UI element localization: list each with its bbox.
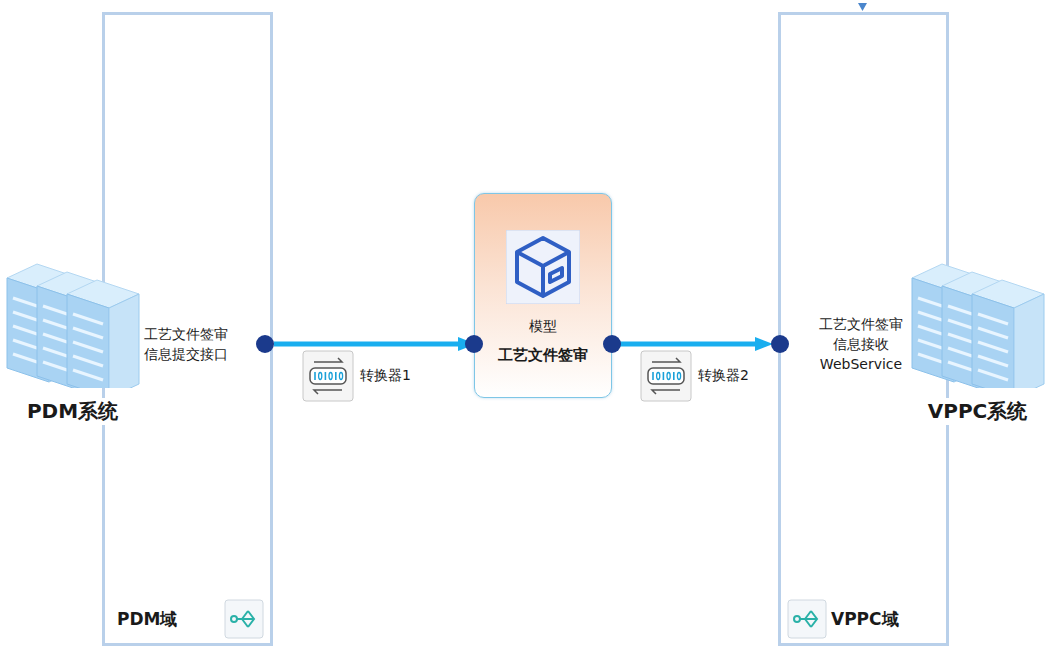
server-side xyxy=(109,294,139,388)
flow-line xyxy=(274,342,458,347)
interface-label: 工艺文件签审 信息提交接口 xyxy=(144,324,236,364)
port-dot xyxy=(465,335,483,353)
bit-ring xyxy=(667,373,670,380)
server-slot xyxy=(978,370,1008,380)
interface-port: 工艺文件签审 信息接收 WebService xyxy=(771,314,907,374)
domain-label: PDM域 xyxy=(117,608,178,631)
system-label: PDM系统 xyxy=(24,398,121,425)
server-slot xyxy=(73,342,103,352)
bit-ring xyxy=(339,373,342,380)
server-icon xyxy=(908,258,1048,388)
model-name: 工艺文件签审 xyxy=(492,346,594,365)
server-icon xyxy=(3,258,143,388)
icon-arrows xyxy=(237,611,254,627)
icon-dot xyxy=(794,616,800,622)
bit-ring xyxy=(329,373,332,380)
icon-frame xyxy=(641,351,691,401)
server-slot xyxy=(73,370,103,380)
converter-name: 转换器2 xyxy=(698,367,749,385)
label-wrap: VPPC系统 xyxy=(905,398,1050,425)
converter-label: 转换器1 xyxy=(302,350,411,402)
icon-frame xyxy=(506,230,580,304)
label-wrap: PDM系统 xyxy=(0,398,145,425)
server-system: PDM系统 xyxy=(0,258,145,425)
bit-ring xyxy=(657,373,660,380)
cube-outline xyxy=(517,238,569,296)
server-slot xyxy=(978,356,1008,366)
bit-bar xyxy=(335,372,337,380)
model-box: 模型工艺文件签审 xyxy=(474,193,612,398)
icon-dot xyxy=(231,616,237,622)
icon-arrows xyxy=(800,611,817,627)
flow-arrow xyxy=(274,337,476,351)
flow-arrow xyxy=(612,337,773,351)
port-text-wrap: 工艺文件签审 信息接收 WebService xyxy=(815,314,907,374)
icon-strip xyxy=(648,368,684,384)
bit-bar xyxy=(673,372,675,380)
server-slot xyxy=(978,342,1008,352)
server-slot xyxy=(73,328,103,338)
server-front xyxy=(972,294,1014,388)
bit-ring xyxy=(319,373,322,380)
converter-icon xyxy=(640,350,692,402)
server-slot xyxy=(978,328,1008,338)
icon-frame xyxy=(225,600,263,638)
model-caption: 模型 xyxy=(529,318,557,336)
icon-frame xyxy=(788,600,826,638)
domain-icon xyxy=(787,599,827,639)
port-dot xyxy=(603,335,621,353)
server-side xyxy=(1014,294,1044,388)
bit-ring xyxy=(677,373,680,380)
server-slot xyxy=(73,356,103,366)
interface-label: 工艺文件签审 信息接收 WebService xyxy=(815,314,907,374)
top-marker xyxy=(858,3,867,11)
bit-bar xyxy=(652,372,654,380)
server-slot xyxy=(73,314,103,324)
bit-bar xyxy=(325,372,327,380)
domain-icon xyxy=(224,599,264,639)
icon-frame xyxy=(303,351,353,401)
system-label: VPPC系统 xyxy=(925,398,1030,425)
port-dot xyxy=(771,335,789,353)
bit-bar xyxy=(663,372,665,380)
converter-icon xyxy=(302,350,354,402)
server-slot xyxy=(978,314,1008,324)
port-dot xyxy=(256,335,274,353)
interface-port: 工艺文件签审 信息提交接口 xyxy=(144,324,274,364)
server-system: VPPC系统 xyxy=(905,258,1050,425)
converter-label: 转换器2 xyxy=(640,350,749,402)
server-front xyxy=(67,294,109,388)
port-text-wrap: 工艺文件签审 信息提交接口 xyxy=(144,324,236,364)
flow-line xyxy=(612,342,755,347)
model-icon xyxy=(506,230,580,304)
domain-label: VPPC域 xyxy=(831,608,899,631)
bit-bar xyxy=(314,372,316,380)
converter-name: 转换器1 xyxy=(360,367,411,385)
icon-strip xyxy=(310,368,346,384)
